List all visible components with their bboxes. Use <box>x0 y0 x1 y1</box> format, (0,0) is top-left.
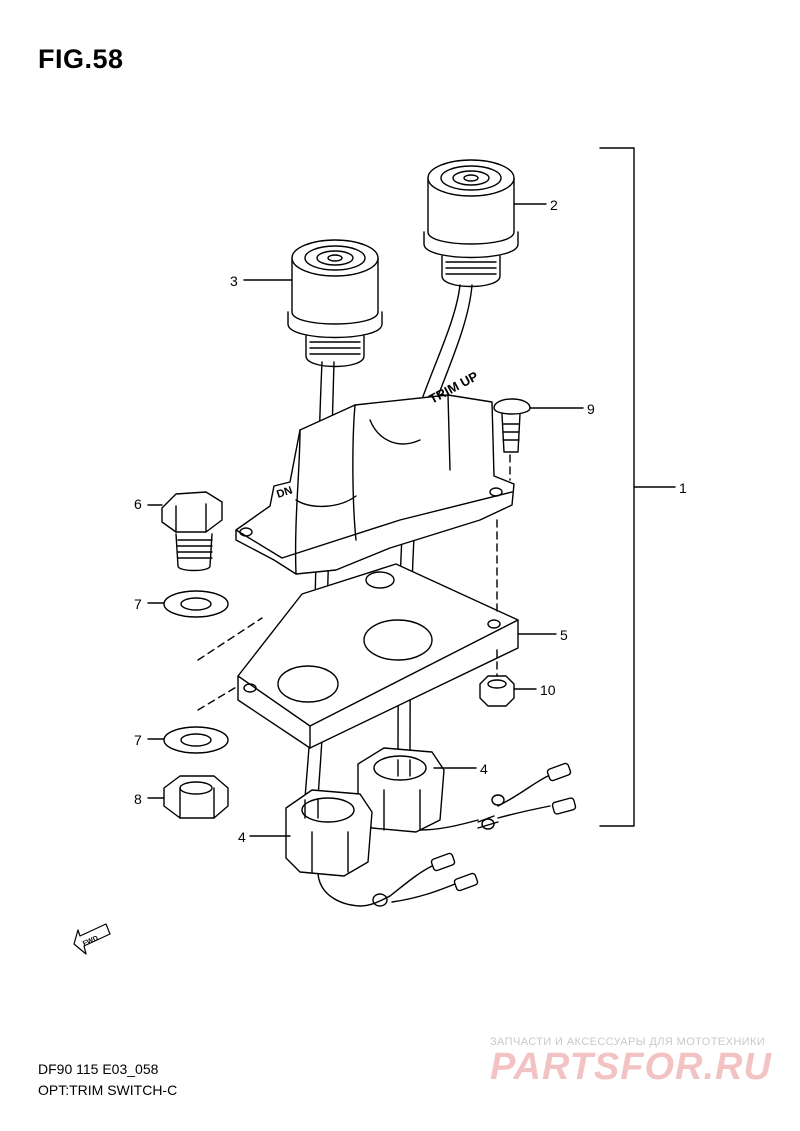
callout-1: 1 <box>679 480 687 496</box>
switch-housing <box>235 394 515 589</box>
figure-model-caption: DF90 115 E03_058 <box>38 1061 159 1077</box>
callout-6: 6 <box>134 496 142 512</box>
callout-8: 8 <box>134 791 142 807</box>
callout-3: 3 <box>230 273 238 289</box>
callout-2: 2 <box>550 197 558 213</box>
fwd-arrow-icon: FWD <box>73 923 111 955</box>
lead-wires-upper <box>419 762 577 831</box>
washer-7-lower <box>147 726 229 754</box>
screw-9 <box>493 398 584 453</box>
hex-bolt-6 <box>147 491 223 572</box>
trim-up-push-switch-2 <box>423 159 519 288</box>
callout-9: 9 <box>587 401 595 417</box>
hex-nut-8 <box>147 775 229 819</box>
trim-down-push-switch-3 <box>287 239 383 368</box>
callout-10: 10 <box>540 682 556 698</box>
figure-title: FIG.58 <box>38 44 124 74</box>
figure-description-caption: OPT:TRIM SWITCH-C <box>38 1082 178 1098</box>
watermark-tagline: ЗАПЧАСТИ И АКСЕССУАРЫ ДЛЯ МОТОТЕХНИКИ <box>490 1036 766 1048</box>
assembly-guide-lines <box>197 454 511 711</box>
callout-7-upper: 7 <box>134 596 142 612</box>
callout-4-upper: 4 <box>480 761 488 777</box>
cap-nut-4-lower <box>285 789 373 877</box>
callout-leaders <box>243 203 557 837</box>
hex-nut-10 <box>479 675 537 707</box>
callout-7-lower: 7 <box>134 732 142 748</box>
lead-wires-lower <box>317 852 479 907</box>
callout-5: 5 <box>560 627 568 643</box>
washer-7-upper <box>147 590 229 618</box>
dn-marking: DN <box>275 485 294 501</box>
callout-4-lower: 4 <box>238 829 246 845</box>
mounting-plate-5 <box>237 563 519 749</box>
watermark-brand: PARTSFOR.RU <box>490 1046 772 1088</box>
assembly-bracket-1 <box>599 147 676 827</box>
